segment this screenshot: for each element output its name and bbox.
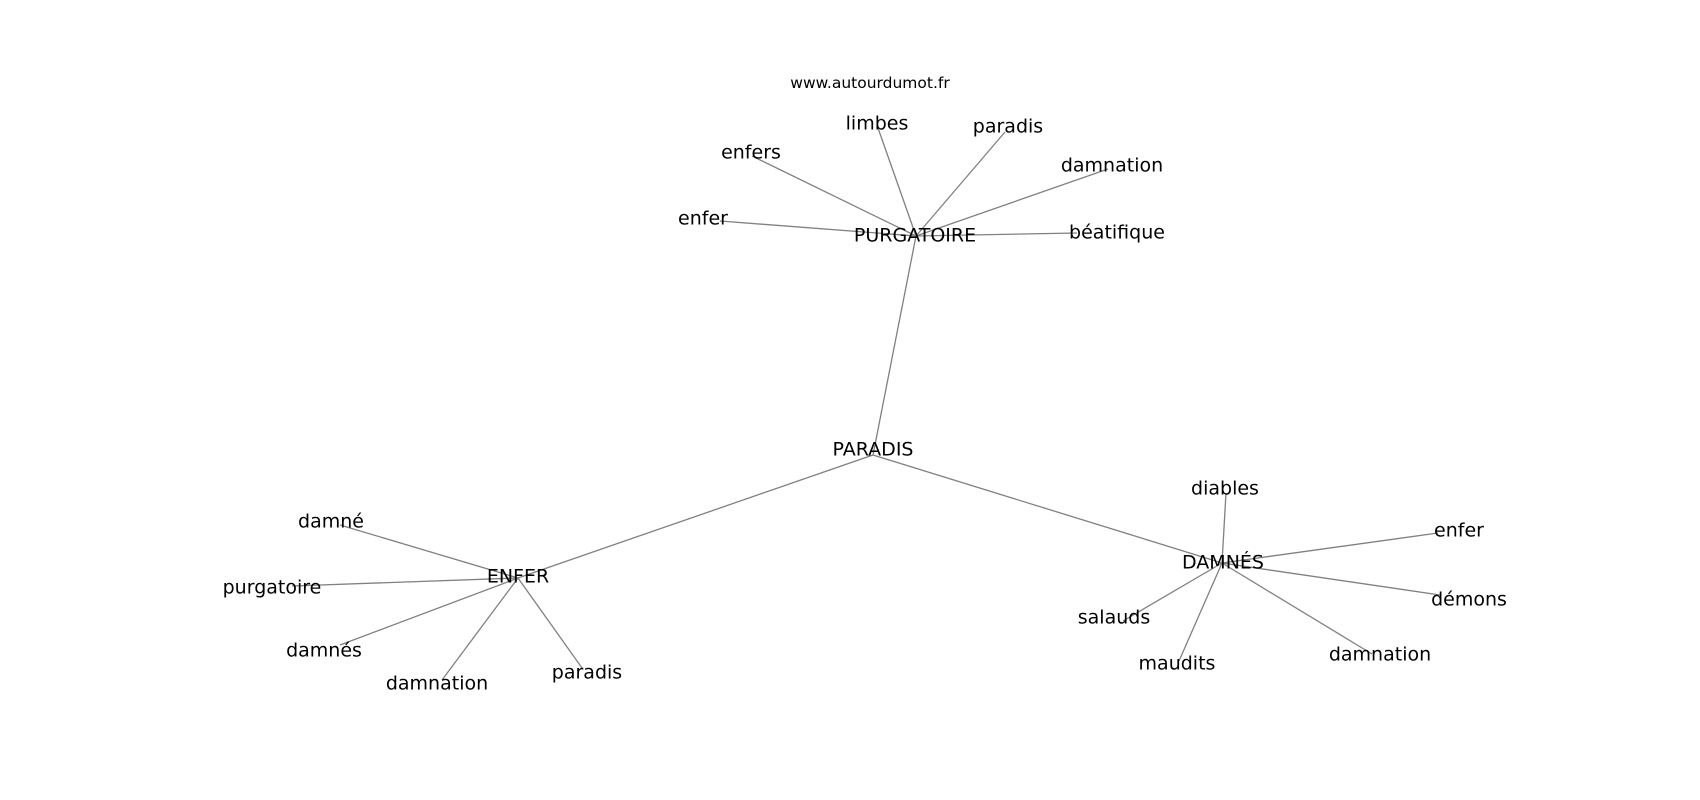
- node-label-damnes-h[interactable]: DAMNÉS: [1182, 551, 1264, 574]
- node-label-e-purgatoire[interactable]: purgatoire: [223, 577, 322, 599]
- node-label-d-enfer[interactable]: enfer: [1434, 520, 1484, 542]
- source-watermark[interactable]: www.autourdumot.fr: [790, 74, 950, 92]
- edge-enfer_h-e_paradis: [517, 577, 583, 669]
- edge-purgatoire_h-p_limbes: [877, 127, 917, 237]
- edge-enfer_h-e_damnes: [339, 577, 519, 646]
- node-label-e-paradis[interactable]: paradis: [552, 662, 622, 684]
- node-label-e-damne[interactable]: damné: [298, 511, 364, 533]
- edge-paradis_c-enfer_h: [517, 454, 874, 579]
- node-label-d-diables[interactable]: diables: [1191, 478, 1259, 500]
- edge-purgatoire_h-p_enfers: [751, 155, 917, 237]
- edge-purgatoire_h-p_damnation: [915, 168, 1109, 237]
- edge-damnes_h-d_salauds: [1122, 562, 1223, 622]
- node-label-p-beatifique[interactable]: béatifique: [1069, 222, 1165, 244]
- edges-layer: [291, 127, 1441, 681]
- node-label-d-salauds[interactable]: salauds: [1078, 607, 1150, 629]
- labels-layer: PARADIS PURGATOIRE ENFER DAMNÉS enfer enfers l…: [223, 113, 1507, 695]
- node-label-p-enfers[interactable]: enfers: [721, 142, 781, 164]
- node-label-p-enfer[interactable]: enfer: [678, 208, 728, 230]
- node-label-d-damnation[interactable]: damnation: [1329, 644, 1431, 666]
- edge-damnes_h-d_damnation: [1221, 562, 1373, 655]
- edge-enfer_h-e_damne: [339, 524, 519, 579]
- edge-purgatoire_h-p_paradis: [915, 131, 1006, 237]
- edge-damnes_h-d_demons: [1221, 562, 1441, 596]
- node-label-d-maudits[interactable]: maudits: [1139, 653, 1216, 675]
- edge-enfer_h-e_damnation: [441, 577, 519, 681]
- edge-purgatoire_h-p_enfer: [719, 220, 917, 237]
- edge-damnes_h-d_maudits: [1178, 562, 1223, 662]
- edge-purgatoire_h-p_beatifique: [915, 232, 1078, 237]
- node-label-e-damnes[interactable]: damnés: [286, 640, 362, 662]
- node-label-enfer-h[interactable]: ENFER: [487, 566, 549, 588]
- edge-damnes_h-d_diables: [1221, 492, 1227, 564]
- node-label-paradis-c[interactable]: PARADIS: [833, 439, 914, 461]
- node-label-e-damnation[interactable]: damnation: [386, 673, 488, 695]
- edge-damnes_h-d_enfer: [1221, 532, 1439, 564]
- node-label-p-damnation[interactable]: damnation: [1061, 155, 1163, 177]
- node-label-d-demons[interactable]: démons: [1431, 589, 1507, 611]
- edge-paradis_c-purgatoire_h: [872, 235, 917, 456]
- node-label-p-limbes[interactable]: limbes: [846, 113, 909, 135]
- node-label-p-paradis[interactable]: paradis: [973, 116, 1043, 138]
- edge-paradis_c-damnes_h: [872, 454, 1223, 564]
- node-label-purgatoire-h[interactable]: PURGATOIRE: [854, 225, 976, 247]
- edge-enfer_h-e_purgatoire: [291, 577, 519, 587]
